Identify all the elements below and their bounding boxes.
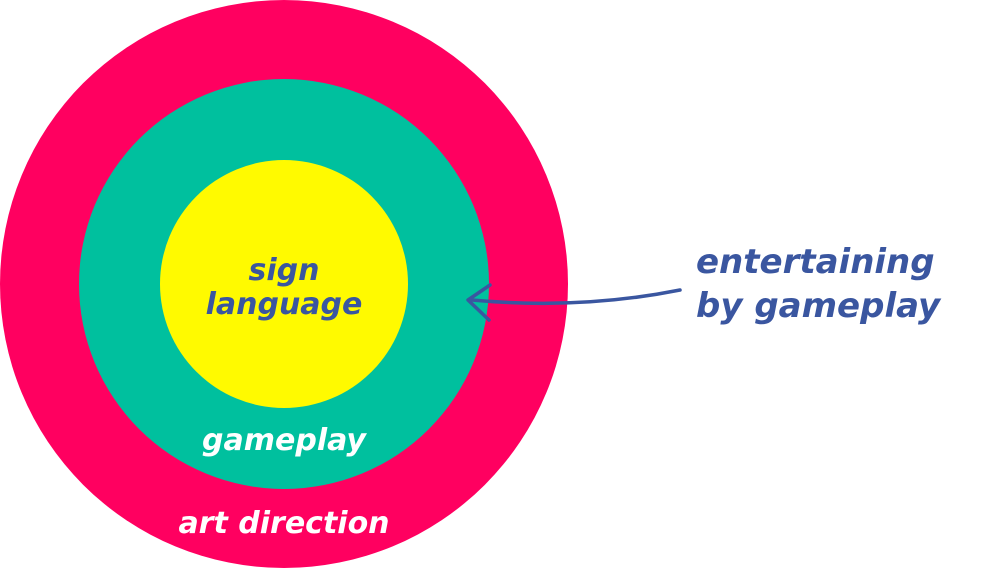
inner-circle-sign-language xyxy=(160,160,408,408)
annotation-line1: entertaining xyxy=(696,242,935,282)
arrow-icon xyxy=(466,283,682,322)
middle-ring-label: gameplay xyxy=(202,423,367,458)
inner-label-line1: sign xyxy=(249,253,320,288)
outer-ring-label: art direction xyxy=(178,506,389,541)
annotation-line2: by gameplay xyxy=(696,286,942,326)
inner-label-line2: language xyxy=(206,287,363,322)
